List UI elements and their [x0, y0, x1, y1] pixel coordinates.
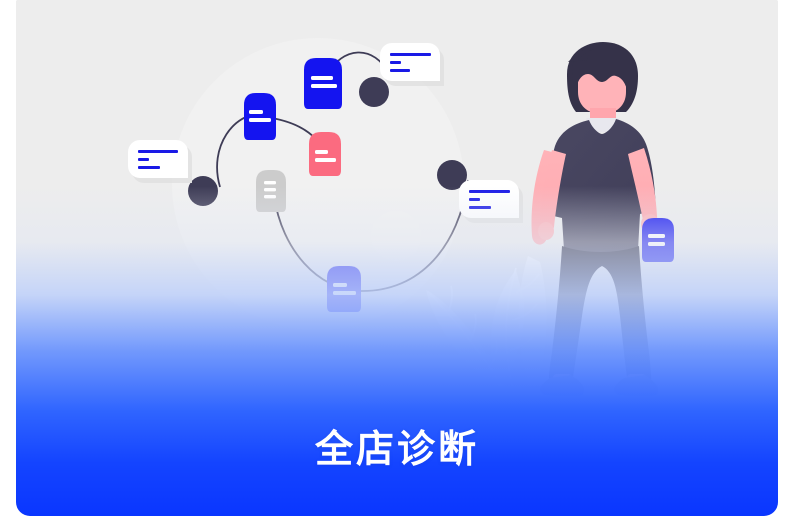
banner-card: 全店诊断	[16, 0, 778, 516]
bubble-line-2	[138, 158, 149, 161]
doc-left-blue	[244, 93, 276, 140]
bubble-line-2	[390, 61, 401, 64]
bubble-top	[380, 43, 440, 81]
hair-fringe	[572, 44, 637, 100]
bubble-line-3	[390, 69, 410, 72]
bubble-line-1	[138, 150, 178, 153]
page-title: 全店诊断	[314, 429, 479, 471]
doc-top-blue	[304, 58, 342, 109]
pin-midright	[437, 160, 467, 190]
bubble-line-1	[390, 53, 431, 56]
blue-gradient-overlay	[16, 186, 778, 516]
doc-pink	[309, 132, 341, 176]
bubble-left	[128, 140, 188, 178]
pin-topright	[359, 77, 389, 107]
bubble-line-3	[138, 166, 160, 169]
hair-spike	[568, 49, 594, 62]
